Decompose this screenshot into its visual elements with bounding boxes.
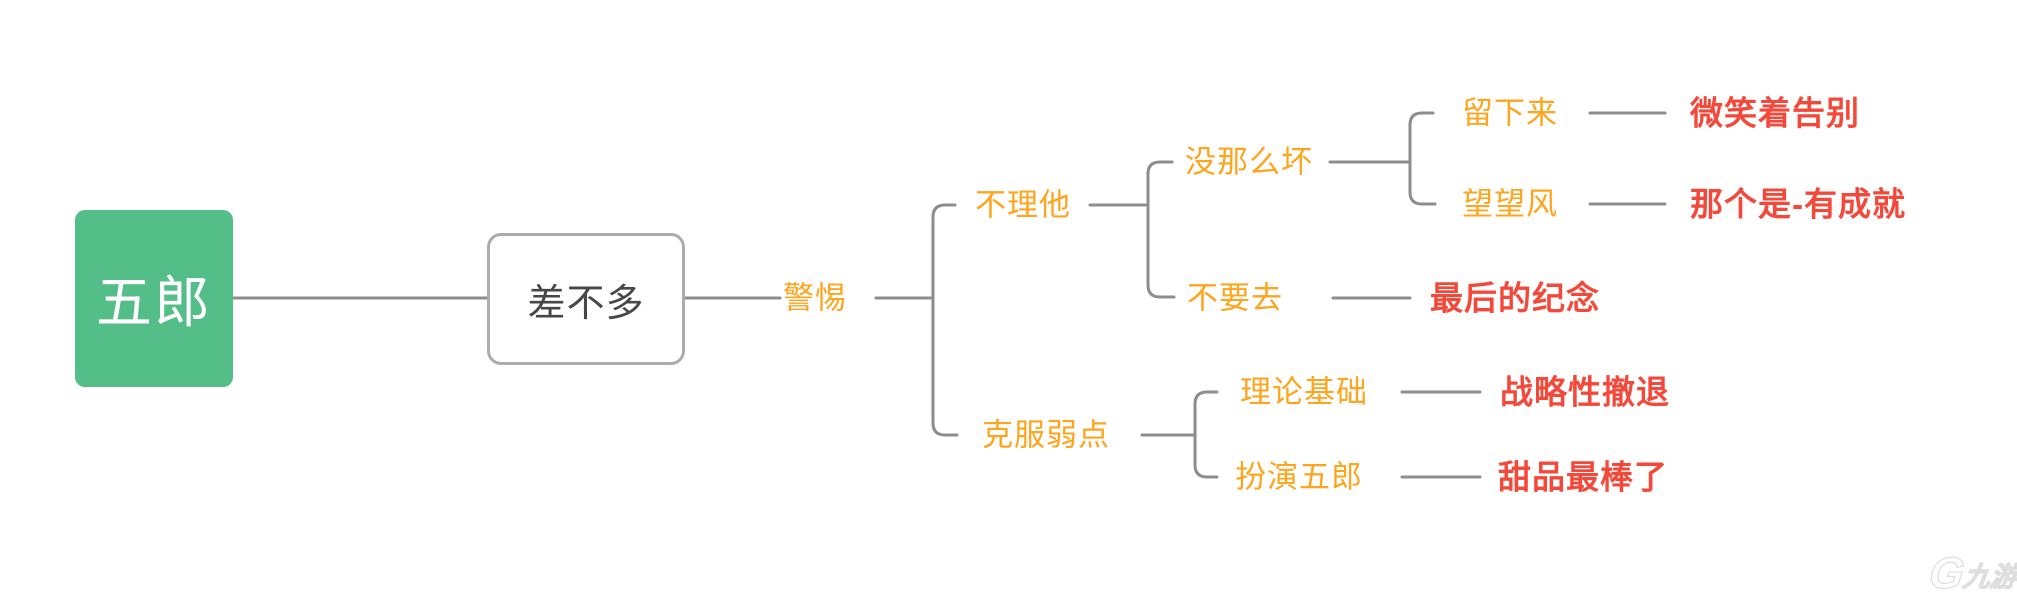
main-topic[interactable]: 差不多 [487,233,685,365]
bracket-l2-children [931,203,959,437]
bracket-b1-children [1146,160,1176,299]
topic-theory-basis[interactable]: 理论基础 [1240,374,1368,410]
topic-overcome-weakness[interactable]: 克服弱点 [982,417,1110,453]
bracket-b11-children [1408,111,1437,206]
topic-lookout[interactable]: 望望风 [1462,186,1558,222]
topic-not-that-bad[interactable]: 没那么坏 [1185,144,1313,180]
root-topic[interactable]: 五郎 [75,210,233,387]
main-topic-label: 差不多 [527,282,645,325]
topic-play-gorou[interactable]: 扮演五郎 [1235,459,1363,495]
note-achievement[interactable]: 那个是-有成就 [1690,185,1906,223]
topic-dont-go[interactable]: 不要去 [1187,280,1283,316]
note-smile-farewell[interactable]: 微笑着告别 [1690,94,1860,132]
topic-alert[interactable]: 警惕 [783,280,847,316]
note-last-memento[interactable]: 最后的纪念 [1430,279,1600,317]
note-strategic-retreat[interactable]: 战略性撤退 [1500,373,1670,411]
bracket-b2-children [1193,390,1219,479]
note-dessert-best[interactable]: 甜品最棒了 [1498,458,1668,496]
topic-ignore-him[interactable]: 不理他 [975,187,1071,223]
root-topic-label: 五郎 [96,271,212,334]
topic-stay[interactable]: 留下来 [1462,95,1558,131]
